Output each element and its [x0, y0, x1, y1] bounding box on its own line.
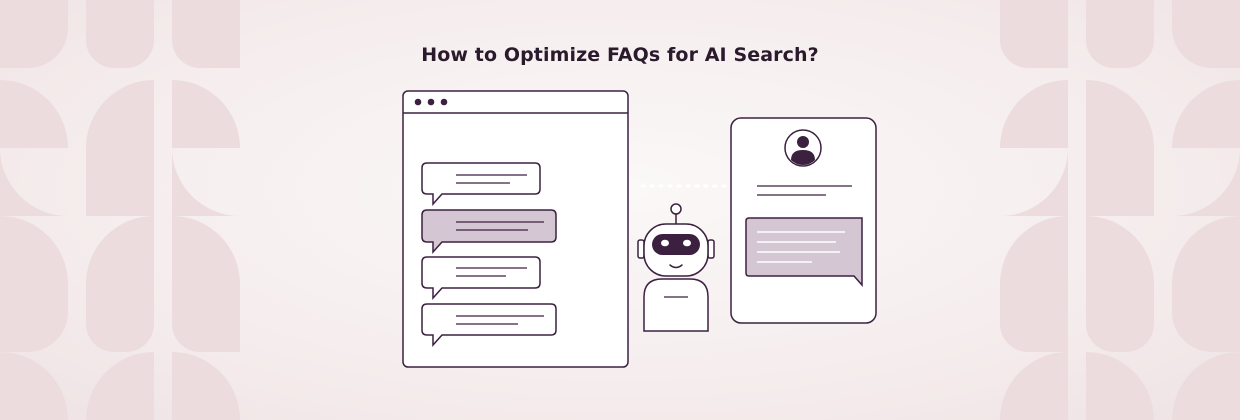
chat-bubble-icon — [421, 162, 541, 206]
reply-bubble-icon — [745, 217, 863, 287]
robot-icon — [637, 203, 715, 332]
window-dot-icon — [414, 98, 422, 106]
robot-eye-icon — [661, 239, 669, 247]
robot-eye-icon — [683, 239, 691, 247]
chat-bubble-icon — [421, 303, 557, 347]
page-title: How to Optimize FAQs for AI Search? — [421, 44, 819, 66]
user-avatar-icon — [784, 129, 822, 167]
profile-card — [730, 117, 877, 324]
chat-bubble-icon — [421, 256, 541, 300]
window-dot-icon — [440, 98, 448, 106]
left-decorative-pattern — [0, 0, 240, 420]
chat-bubble-highlighted-icon — [421, 209, 557, 254]
window-dot-icon — [427, 98, 435, 106]
right-decorative-pattern — [1000, 0, 1240, 420]
